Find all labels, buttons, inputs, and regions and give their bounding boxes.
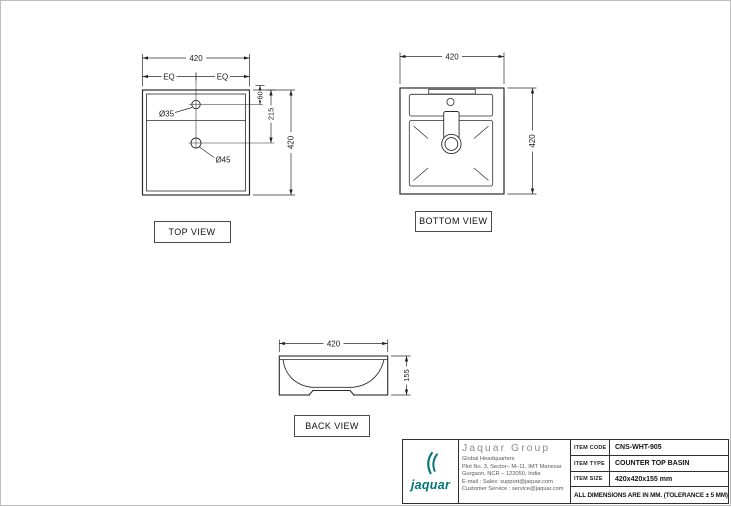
- address-line: E-mail : Sales: support@jaquar.com: [462, 478, 553, 485]
- drain-outer-circle: [441, 133, 462, 155]
- item-size-label: ITEM SIZE: [571, 472, 610, 486]
- address-line: Global Headquarters: [462, 456, 515, 462]
- drain-hole-circle: [190, 137, 202, 149]
- jaquar-leaf-icon: [426, 451, 438, 475]
- back-view-title-box: BACK VIEW: [294, 415, 370, 437]
- eq-right-dim-text: EQ: [217, 73, 229, 82]
- bottom-view-outer-rect: [399, 87, 505, 195]
- top-view-title-box: TOP VIEW: [153, 221, 231, 243]
- drain-offset-dim-text: 215: [267, 108, 276, 121]
- faucet-offset-dim-text: 60: [256, 91, 265, 99]
- title-block: jaquar Jaquar Group Global Headquarters …: [402, 439, 729, 504]
- basin-corner-chamfer-lines: [413, 125, 489, 181]
- top-view-title: TOP VIEW: [168, 227, 216, 237]
- back-view-bowl-curve: [282, 359, 385, 388]
- bottom-view-title-box: BOTTOM VIEW: [415, 210, 492, 232]
- item-spec-table: ITEM CODE CNS-WHT-905 ITEM TYPE COUNTER …: [571, 440, 728, 503]
- back-view-height-dimension: [391, 355, 412, 396]
- overflow-hole-circle: [446, 98, 455, 107]
- top-view-drawing: 420 EQ EQ 60 215 4: [141, 52, 296, 196]
- item-type-row: ITEM TYPE COUNTER TOP BASIN: [571, 456, 728, 472]
- brand-logo-cell: jaquar: [403, 440, 459, 503]
- back-view-width-dim-text: 420: [327, 340, 341, 349]
- bottom-view-width-dim-text: 420: [445, 53, 459, 62]
- bottom-view-height-dimension: [507, 87, 538, 195]
- company-name: Jaquar Group: [462, 442, 551, 454]
- item-type-label: ITEM TYPE: [571, 456, 610, 471]
- top-view-width-dim-text: 420: [189, 54, 203, 63]
- back-view-outer-rect: [278, 355, 389, 396]
- back-view-drawing: 420 155: [278, 338, 412, 397]
- eq-left-dim-text: EQ: [163, 73, 175, 82]
- drain-inner-circle: [444, 137, 459, 151]
- back-view-bottom-notch: [308, 389, 355, 396]
- item-size-value: 420x420x155 mm: [615, 475, 673, 483]
- faucet-hole-offset-dimension: [255, 85, 265, 105]
- tolerance-note: ALL DIMENSIONS ARE IN MM. (TOLERANCE ± 5…: [574, 491, 728, 499]
- faucet-hole-label: Ø35: [159, 110, 175, 119]
- item-code-row: ITEM CODE CNS-WHT-905: [571, 440, 728, 456]
- bottom-view-drawing: 420 420: [399, 51, 538, 195]
- jaquar-wordmark: jaquar: [410, 478, 451, 492]
- back-view-title: BACK VIEW: [305, 420, 359, 431]
- back-view-width-dimension: [278, 338, 389, 352]
- drain-hole-label: Ø45: [215, 156, 231, 165]
- back-view-height-dim-text: 155: [402, 369, 411, 382]
- bottom-view-height-dim-text: 420: [528, 134, 537, 148]
- top-view-height-dimension: [253, 89, 296, 196]
- item-code-value: CNS-WHT-905: [615, 444, 662, 451]
- bottom-view-title: BOTTOM VIEW: [419, 216, 488, 226]
- top-view-height-dim-text: 420: [287, 135, 296, 149]
- faucet-hole-circle: [191, 99, 201, 110]
- bottom-view-width-dimension: [399, 51, 505, 84]
- item-size-row: ITEM SIZE 420x420x155 mm: [571, 472, 728, 487]
- item-code-label: ITEM CODE: [571, 440, 610, 455]
- address-line: Plot No. 3, Sector– M–11, IMT Manesar: [462, 463, 562, 470]
- address-line: Customer Service : service@jaquar.com: [462, 486, 564, 493]
- item-type-value: COUNTER TOP BASIN: [615, 460, 690, 467]
- address-line: Gurgaon, NCR – 122050, India: [462, 471, 541, 478]
- drain-hole-leader-line: [199, 146, 215, 158]
- top-view-width-dimension: [142, 52, 250, 87]
- tolerance-row: ALL DIMENSIONS ARE IN MM. (TOLERANCE ± 5…: [571, 487, 728, 503]
- faucet-hole-leader-line: [174, 107, 193, 113]
- company-address-cell: Jaquar Group Global Headquarters Plot No…: [459, 440, 571, 503]
- top-view-eq-dimension: [142, 71, 250, 81]
- bottom-view-top-notch: [428, 88, 476, 95]
